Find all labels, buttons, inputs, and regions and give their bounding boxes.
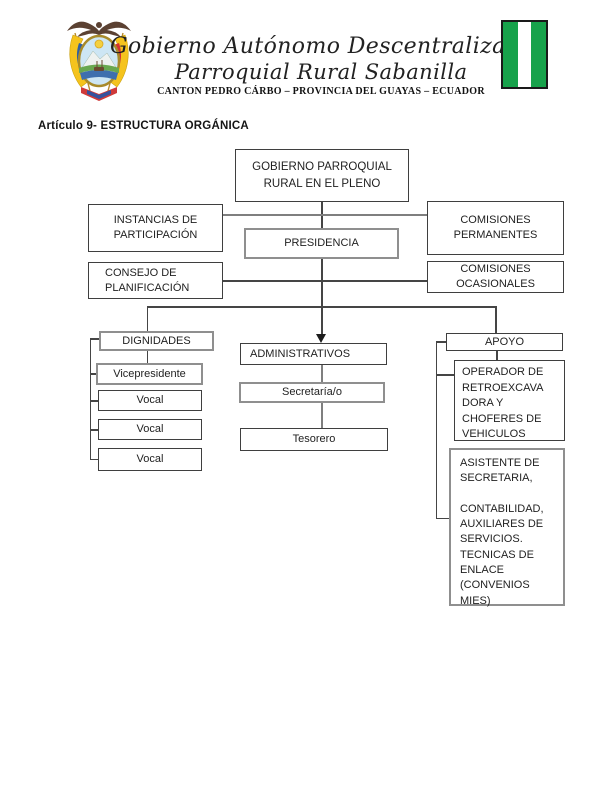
org-subtitle: CANTON PEDRO CÁRBO – PROVINCIA DEL GUAYA… — [157, 86, 485, 97]
org-title-line1: Gobierno Autónomo Descentralizado — [110, 34, 534, 59]
parish-flag-icon — [501, 20, 548, 89]
connector — [435, 341, 447, 343]
letterhead: Gobierno Autónomo Descentralizado Parroq… — [110, 34, 534, 97]
org-box-vicepresidente: Vicepresidente — [96, 363, 203, 385]
org-box-vocal-1: Vocal — [98, 390, 202, 411]
org-box-comisiones-permanentes: COMISIONES PERMANENTES — [427, 201, 564, 255]
org-title-line2: Parroquial Rural Sabanilla — [174, 60, 468, 84]
connector — [89, 373, 97, 375]
flag-green-stripe — [530, 22, 546, 87]
connector — [223, 280, 428, 282]
org-box-instancias-participacion: INSTANCIAS DE PARTICIPACIÓN — [88, 204, 223, 252]
org-box-tesorero: Tesorero — [240, 428, 388, 451]
connector — [89, 429, 99, 431]
org-box-apoyo: APOYO — [446, 333, 563, 351]
org-box-operador-retroexcavadora: OPERADOR DE RETROEXCAVA DORA Y CHOFERES … — [454, 360, 565, 441]
org-box-vocal-2: Vocal — [98, 419, 202, 440]
org-box-vocal-3: Vocal — [98, 448, 202, 471]
connector — [435, 341, 437, 519]
article-heading: Artículo 9- ESTRUCTURA ORGÁNICA — [38, 120, 249, 132]
flag-green-stripe — [503, 22, 519, 87]
arrow-down-icon — [316, 334, 326, 343]
org-box-secretaria: Secretaría/o — [239, 382, 385, 403]
connector — [321, 259, 323, 336]
connector — [146, 306, 497, 308]
org-box-consejo-planificacion: CONSEJO DE PLANIFICACIÓN — [88, 262, 223, 299]
org-box-comisiones-ocasionales: COMISIONES OCASIONALES — [427, 261, 564, 293]
connector — [89, 338, 100, 340]
connector — [320, 364, 323, 382]
ecuador-coat-of-arms-icon — [63, 13, 135, 105]
connector — [89, 458, 99, 460]
org-box-presidencia: PRESIDENCIA — [244, 228, 399, 259]
connector — [495, 306, 497, 334]
org-box-asistente-secretaria: ASISTENTE DE SECRETARIA, CONTABILIDAD, A… — [449, 448, 565, 607]
connector — [89, 338, 91, 460]
org-box-administrativos: ADMINISTRATIVOS — [240, 343, 387, 365]
connector — [435, 517, 450, 519]
connector — [496, 351, 498, 360]
connector — [146, 351, 148, 363]
connector — [320, 403, 323, 428]
connector — [435, 374, 455, 376]
connector — [146, 306, 149, 332]
org-box-gobierno-parroquial: GOBIERNO PARROQUIAL RURAL EN EL PLENO — [235, 149, 409, 202]
connector — [223, 214, 428, 217]
connector — [89, 400, 99, 402]
org-box-dignidades: DIGNIDADES — [99, 331, 214, 351]
flag-white-stripe — [518, 22, 531, 87]
